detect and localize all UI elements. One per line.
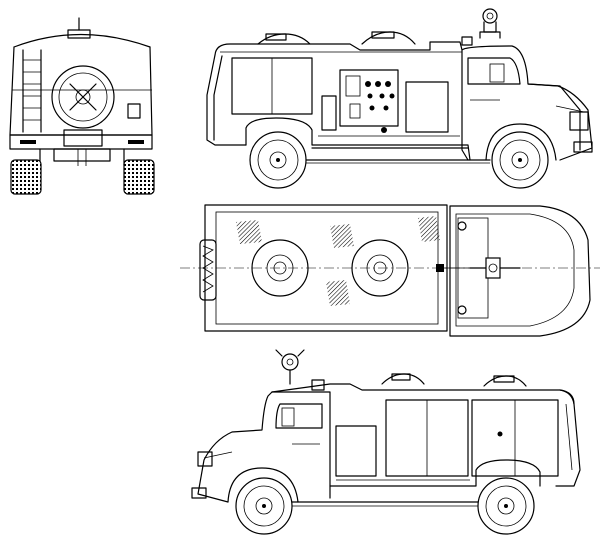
rear-tank-roof xyxy=(13,33,151,48)
right-front-wheel xyxy=(235,477,293,535)
hatch-panel-1 xyxy=(236,220,262,244)
bottom-cab xyxy=(197,391,273,503)
bottom-front-arch xyxy=(227,467,299,503)
bottom-body-rear xyxy=(555,389,581,487)
front-bumper xyxy=(573,141,593,153)
top-view xyxy=(180,204,600,337)
bottom-lower-body xyxy=(329,459,541,487)
top-monitor xyxy=(485,257,501,279)
top-spare-wheel xyxy=(199,239,217,301)
hatch-panel-4 xyxy=(326,280,350,306)
cab-window xyxy=(467,57,521,85)
body-rear-edge xyxy=(206,54,247,146)
rear-light-box xyxy=(127,103,141,119)
front-wheel-arch xyxy=(485,123,557,161)
rear-axle xyxy=(53,148,111,162)
bottom-tank-top xyxy=(271,383,575,405)
hatch-panel-2 xyxy=(330,224,354,248)
bottom-cab-window xyxy=(275,403,323,429)
bottom-dome-1 xyxy=(381,373,425,385)
right-rear-wheel xyxy=(477,477,535,535)
left-side-view xyxy=(206,8,593,189)
top-dome-2 xyxy=(351,239,409,297)
tank-top xyxy=(214,41,463,56)
rear-view xyxy=(9,17,155,195)
headlight xyxy=(569,111,589,131)
rear-left-wheel xyxy=(10,159,42,195)
compartment-door-2 xyxy=(321,95,337,131)
rear-ladder xyxy=(22,49,42,133)
rear-plate xyxy=(63,129,103,147)
left-rear-wheel xyxy=(249,131,307,189)
hatch-panel-3 xyxy=(418,216,440,242)
bottom-dome-2 xyxy=(483,375,527,387)
rear-right-wheel xyxy=(123,159,155,195)
water-monitor xyxy=(482,8,498,24)
left-front-wheel xyxy=(491,131,549,189)
pump-panel xyxy=(339,69,399,127)
top-cab xyxy=(449,205,591,337)
cab xyxy=(461,45,593,161)
compartment-door-3 xyxy=(405,81,449,133)
bottom-compartment-1 xyxy=(335,425,377,477)
right-side-view xyxy=(191,349,581,535)
bottom-headlight xyxy=(197,451,213,467)
bottom-water-monitor xyxy=(281,353,299,371)
top-dome-1 xyxy=(251,239,309,297)
lower-body xyxy=(245,117,471,161)
rear-spare-wheel xyxy=(51,65,115,129)
bottom-front-bumper xyxy=(191,487,207,499)
